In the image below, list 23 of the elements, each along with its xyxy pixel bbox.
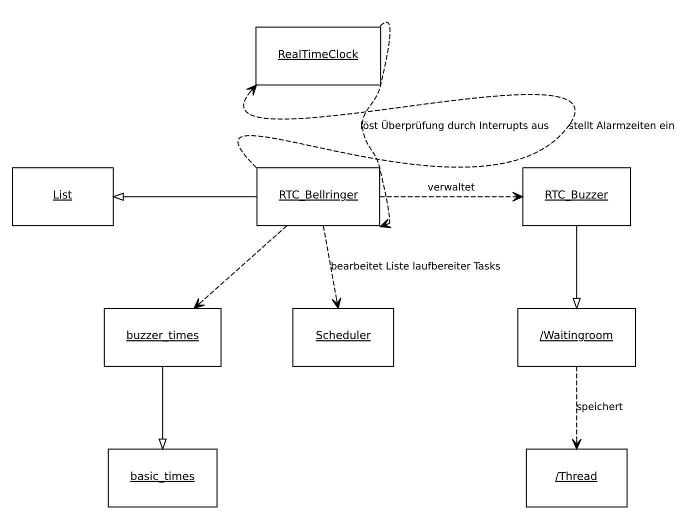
edge-label: bearbeitet Liste laufbereiter Tasks <box>330 261 500 272</box>
arrow <box>379 191 524 202</box>
arrow <box>322 224 342 308</box>
arrow <box>572 365 582 450</box>
arrow <box>572 224 581 310</box>
node-box: RTC_Buzzer <box>522 166 632 226</box>
arrow <box>362 21 392 228</box>
node-box: List <box>12 166 114 226</box>
node-box: RealTimeClock <box>255 26 382 85</box>
node-box: Scheduler <box>292 307 394 366</box>
edge-label: speichert <box>576 402 623 413</box>
node-box: /Thread <box>526 448 628 507</box>
edge-label: löst Überprüfung durch Interrupts aus <box>360 120 549 132</box>
edge-label: stellt Alarmzeiten ein <box>568 120 675 132</box>
node-box: basic_times <box>108 448 218 507</box>
edge-label: verwaltet <box>428 182 475 194</box>
arrow <box>194 224 288 308</box>
arrow <box>238 84 576 168</box>
arrow <box>112 192 258 200</box>
node-box: /Waitingroom <box>517 307 636 366</box>
node-box: RTC_Bellringer <box>256 166 380 226</box>
arrow <box>158 365 167 450</box>
node-box: buzzer_times <box>104 307 222 366</box>
